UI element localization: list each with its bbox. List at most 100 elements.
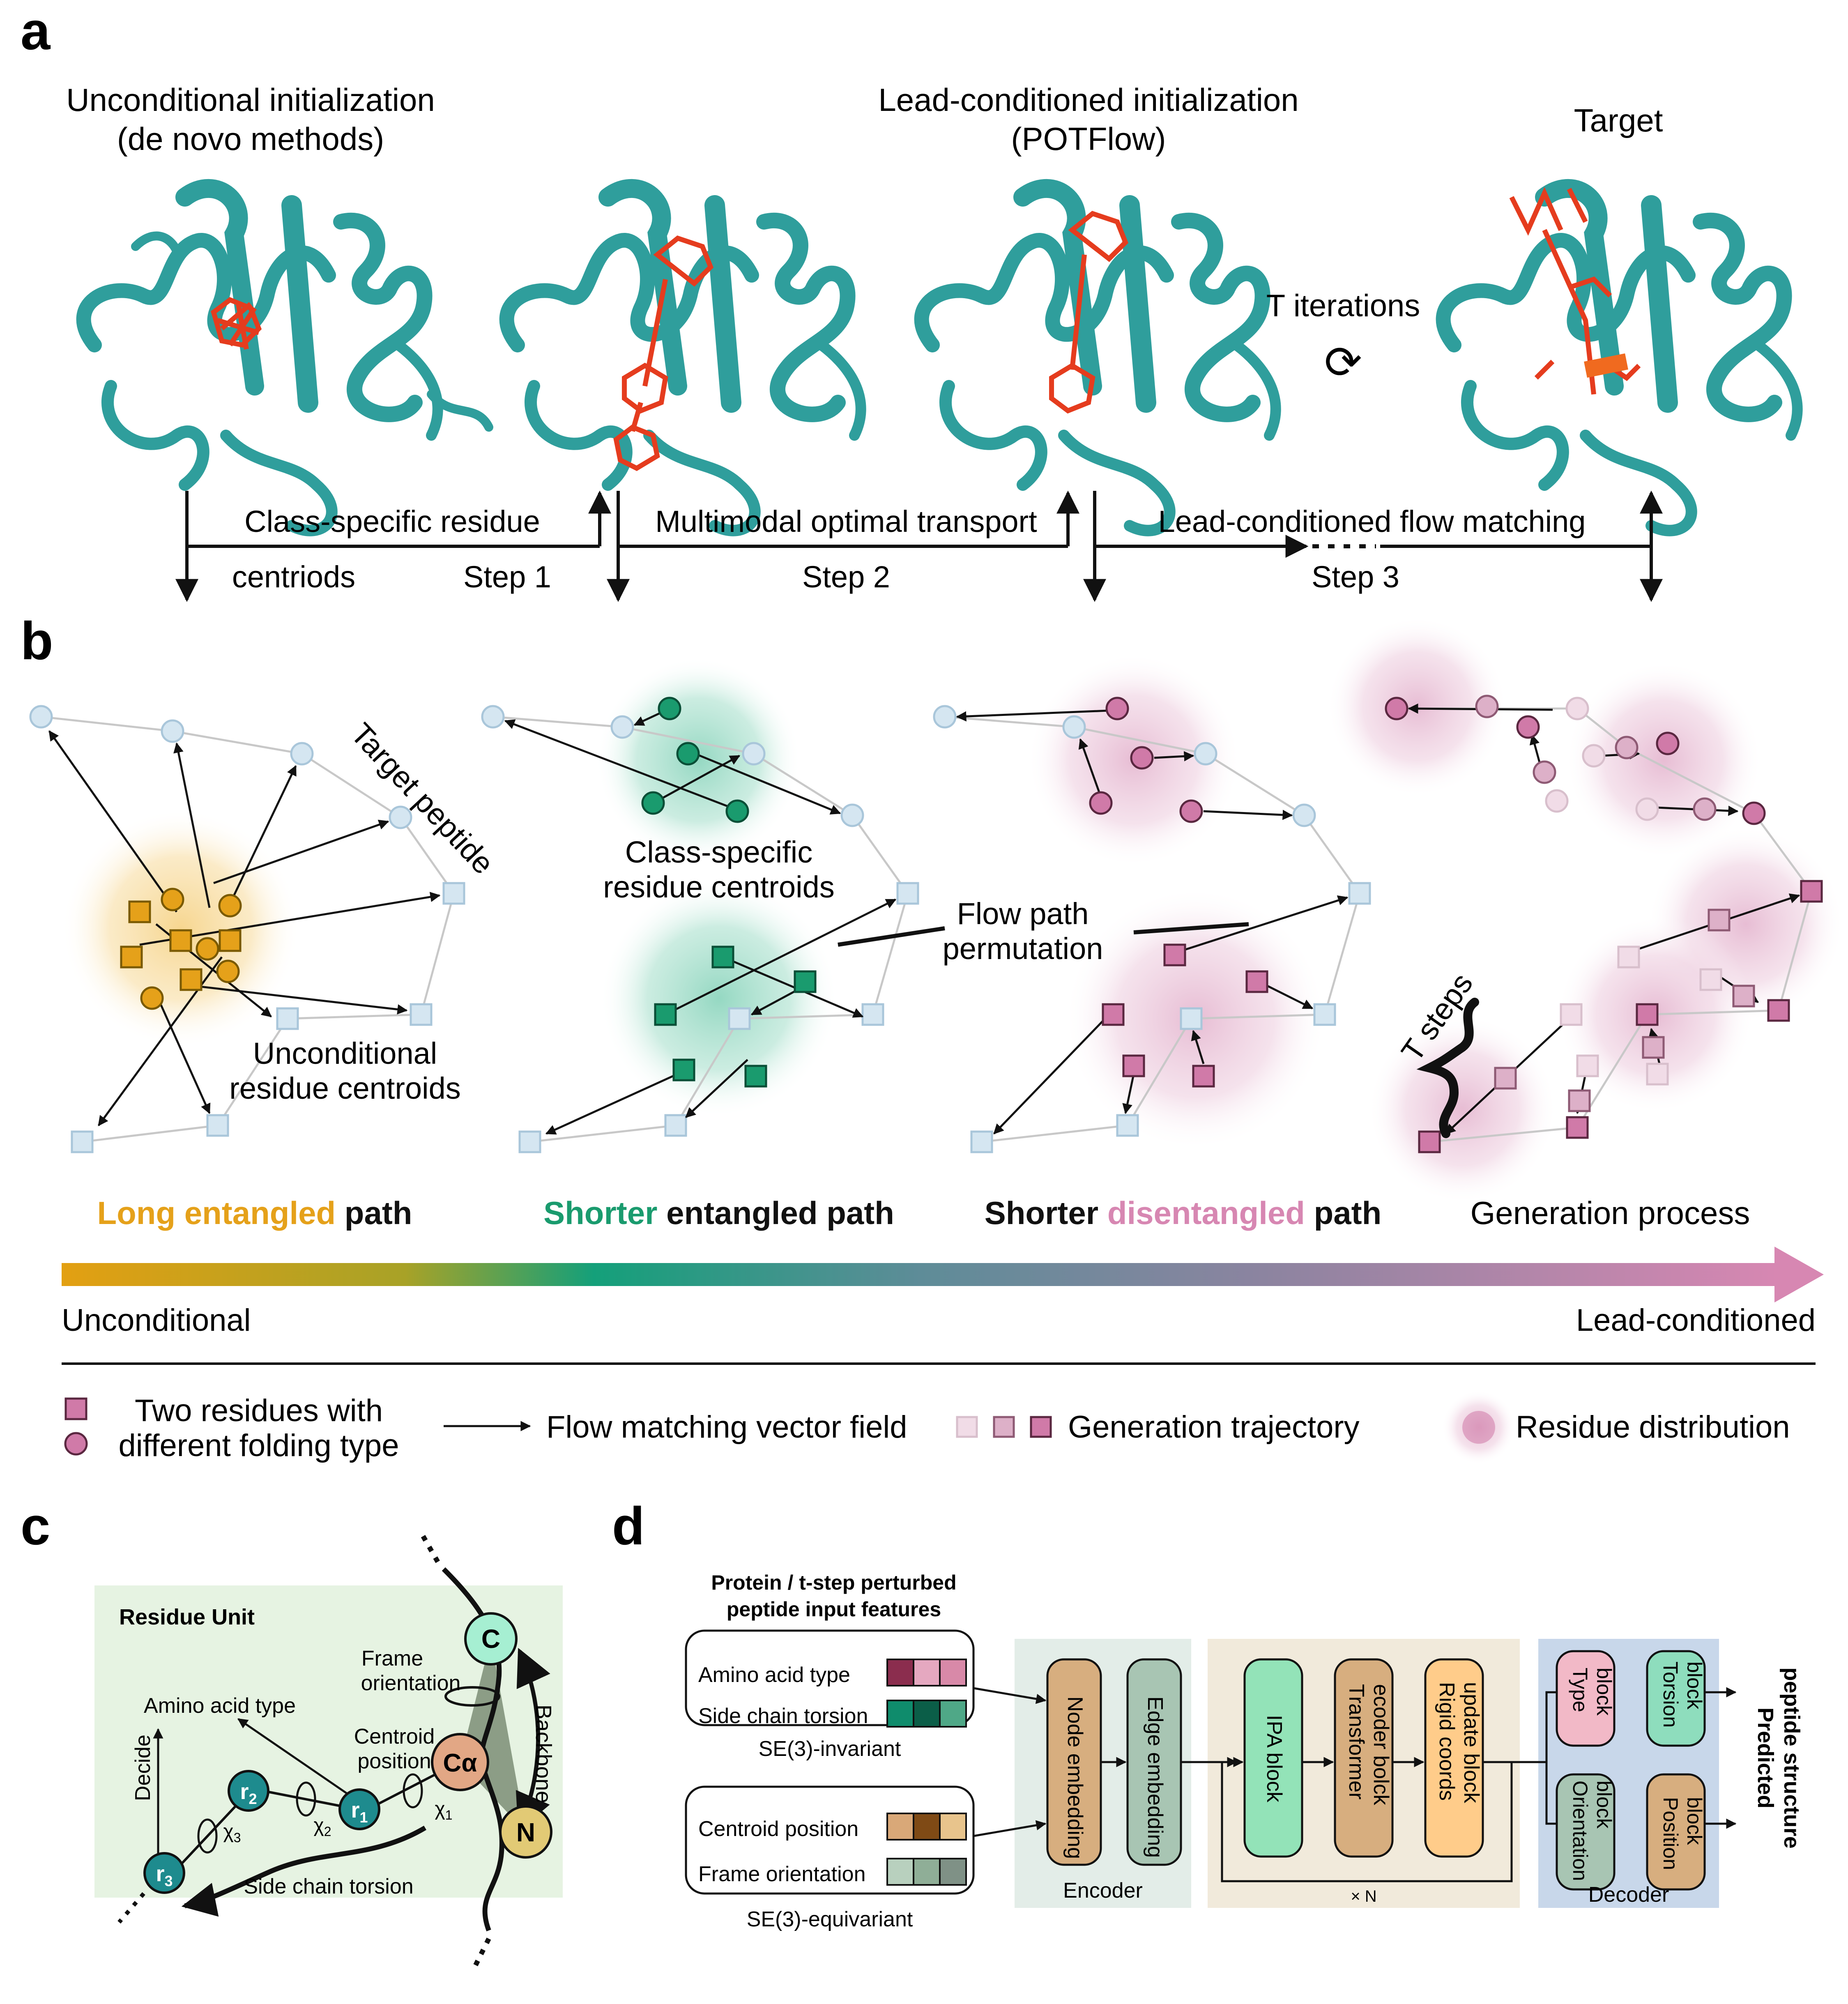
rigid-coords-block[interactable]: [1424, 1658, 1484, 1858]
frame-orientation-label-1: Frame: [361, 1647, 423, 1670]
trajectory-square: [1642, 1036, 1665, 1059]
target-residue: [610, 715, 634, 739]
gradient-arrow-head: [1774, 1247, 1824, 1302]
vector-arrow: [1122, 1074, 1135, 1114]
legend-trajectory-icon: [956, 1416, 978, 1438]
type-block[interactable]: [1556, 1650, 1616, 1747]
target-residue: [1116, 1114, 1139, 1137]
frame-swatch-2: [913, 1858, 941, 1886]
protein-structure-3: [914, 179, 1281, 536]
torsion-block[interactable]: [1646, 1650, 1706, 1747]
title-uncond-2: (de novo methods): [117, 121, 384, 157]
ipa-block[interactable]: [1243, 1658, 1303, 1858]
legend-distribution-core: [1462, 1411, 1495, 1444]
residue-square-green: [672, 1058, 695, 1081]
node-embedding-label: Node embedding: [1063, 1696, 1087, 1859]
side-chain-torsion-label: Side chain torsion: [244, 1875, 413, 1898]
target-residue: [1313, 1003, 1336, 1026]
vector-arrow: [504, 719, 736, 810]
residue-square-pink: [1122, 1054, 1145, 1077]
side-chain-dots: [117, 1892, 145, 1924]
residue-square-pink: [1192, 1065, 1215, 1088]
distribution-cloud-green-top: [596, 657, 801, 863]
legend-trajectory-label: Generation trajectory: [1068, 1410, 1360, 1445]
residue-square-pink: [1102, 1003, 1125, 1026]
residue-square-green: [711, 946, 734, 969]
trajectory-square: [1800, 880, 1823, 903]
vector-arrow: [1266, 985, 1314, 1010]
residue-r1-label: r1: [351, 1798, 368, 1826]
target-residue: [896, 882, 919, 905]
trajectory-square: [1418, 1130, 1441, 1153]
orientation-block[interactable]: [1556, 1773, 1616, 1891]
class-centroids-label-2: residue centroids: [603, 870, 835, 904]
backbone-dots-bottom: [470, 1937, 491, 1973]
vector-arrow: [690, 750, 841, 815]
atom-ca: [431, 1733, 489, 1791]
protein-structure-1: [76, 179, 493, 536]
protein-structure-4: [1436, 179, 1803, 536]
target-residue: [206, 1114, 229, 1137]
vector-arrow: [685, 1059, 748, 1118]
aa-swatch-1: [886, 1659, 914, 1686]
residue-circle-pink: [1089, 791, 1113, 815]
legend-distribution-label: Residue distribution: [1516, 1410, 1790, 1445]
aa-swatch-2: [913, 1659, 941, 1686]
scene-disentangled: [933, 697, 1371, 1153]
residue-square-green: [744, 1065, 767, 1088]
position-block[interactable]: [1646, 1773, 1706, 1891]
residue-square-orange: [120, 946, 143, 969]
residue-unit-title: Residue Unit: [119, 1605, 255, 1629]
frame-orientation-label-2: orientation: [361, 1671, 461, 1695]
target-residue: [1348, 882, 1371, 905]
amino-acid-type-label: Amino acid type: [144, 1694, 296, 1718]
centroid-swatch-2: [913, 1813, 941, 1841]
input-title-2: peptide input features: [727, 1598, 941, 1621]
ipa-block-label: IPA block: [1262, 1715, 1286, 1803]
residue-circle-orange: [218, 894, 242, 918]
distribution-cloud-green-bottom: [600, 879, 838, 1117]
centroid-position-label-2: position: [357, 1749, 431, 1773]
scene-class-specific: Class-specific residue centroids Flow pa…: [481, 697, 1249, 1153]
times-n-label: × N: [1351, 1887, 1376, 1905]
vector-arrow: [723, 956, 864, 1018]
trajectory-circle: [1385, 697, 1408, 720]
panel-letter-c: c: [21, 1496, 50, 1556]
chi2-label: χ2: [314, 1815, 331, 1839]
target-residue: [389, 805, 412, 829]
chi3-label: χ3: [223, 1821, 241, 1845]
panel-c: c Residue Unit Backbone C Cα N Frame ori…: [21, 1496, 563, 1973]
trajectory-circle: [1615, 736, 1639, 759]
panel-letter-b: b: [21, 611, 53, 671]
flow-perm-label-2: permutation: [943, 932, 1103, 966]
trajectory-circle: [1475, 695, 1499, 718]
step3-label: Step 3: [1312, 560, 1399, 594]
orientation-block-label: Orientationblock: [1569, 1781, 1616, 1881]
vector-arrow: [665, 898, 897, 1016]
trajectory-square: [1732, 985, 1755, 1008]
step2-label: Step 2: [802, 560, 890, 594]
feature-amino-acid-type: Amino acid type: [698, 1663, 850, 1687]
legend-trajectory-icon: [993, 1416, 1015, 1438]
residue-square-orange: [169, 929, 192, 952]
trajectory-circle: [1693, 797, 1717, 821]
residue-square-green: [794, 970, 817, 993]
residue-square-pink: [1163, 943, 1186, 966]
legend-residues-label-1: Two residues with: [135, 1393, 383, 1428]
target-peptide-label: Target peptide: [344, 716, 501, 881]
legend: Two residues with different folding type…: [64, 1390, 1790, 1464]
legend-circle-icon: [64, 1432, 88, 1456]
target-residue: [442, 882, 465, 905]
target-residue: [410, 1003, 433, 1026]
decoder-split-bottom: [1545, 1762, 1557, 1825]
vector-arrow: [1203, 810, 1293, 820]
torsion-swatch-2: [913, 1700, 941, 1728]
side-chain-torsion-arrow: [181, 1825, 427, 1917]
transformer-block[interactable]: [1334, 1658, 1394, 1858]
residue-circle-orange: [140, 986, 164, 1010]
residue-circle-pink: [1179, 799, 1203, 823]
target-residue: [276, 1007, 299, 1030]
chi3-rotation-icon: [197, 1818, 218, 1854]
vector-arrow: [229, 765, 297, 904]
trajectory-square: [1767, 999, 1790, 1022]
